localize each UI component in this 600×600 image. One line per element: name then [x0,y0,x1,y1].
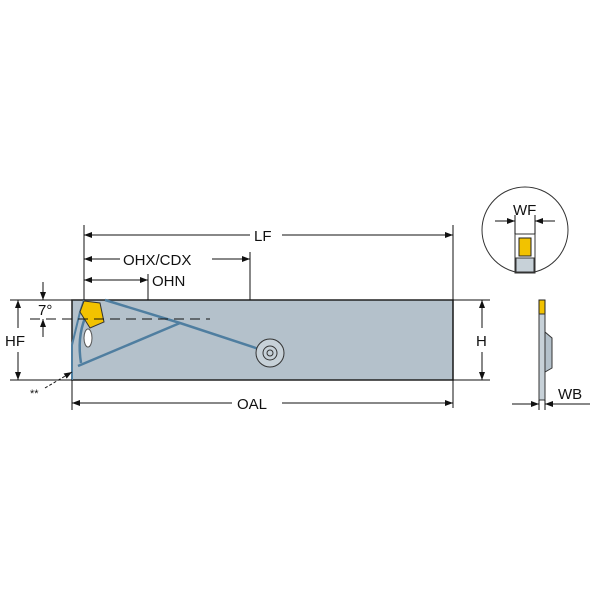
wb-label: WB [558,386,582,403]
wf-label: WF [513,202,536,219]
ohn-label: OHN [152,273,185,290]
screw-icon [255,338,285,368]
insert [79,300,105,329]
h-label: H [476,333,487,350]
note-label: ** [30,388,39,400]
angle-label: 7° [38,302,52,319]
hf-label: HF [5,333,25,350]
oal-label: OAL [237,396,267,413]
tool-body [71,299,454,381]
side-view [538,299,553,410]
note-leader [44,371,73,389]
ohx-cdx-label: OHX/CDX [123,252,191,269]
detail-view [481,186,569,274]
clamp-hole [83,328,93,348]
lf-label: LF [254,228,272,245]
slot-lines [77,298,269,368]
